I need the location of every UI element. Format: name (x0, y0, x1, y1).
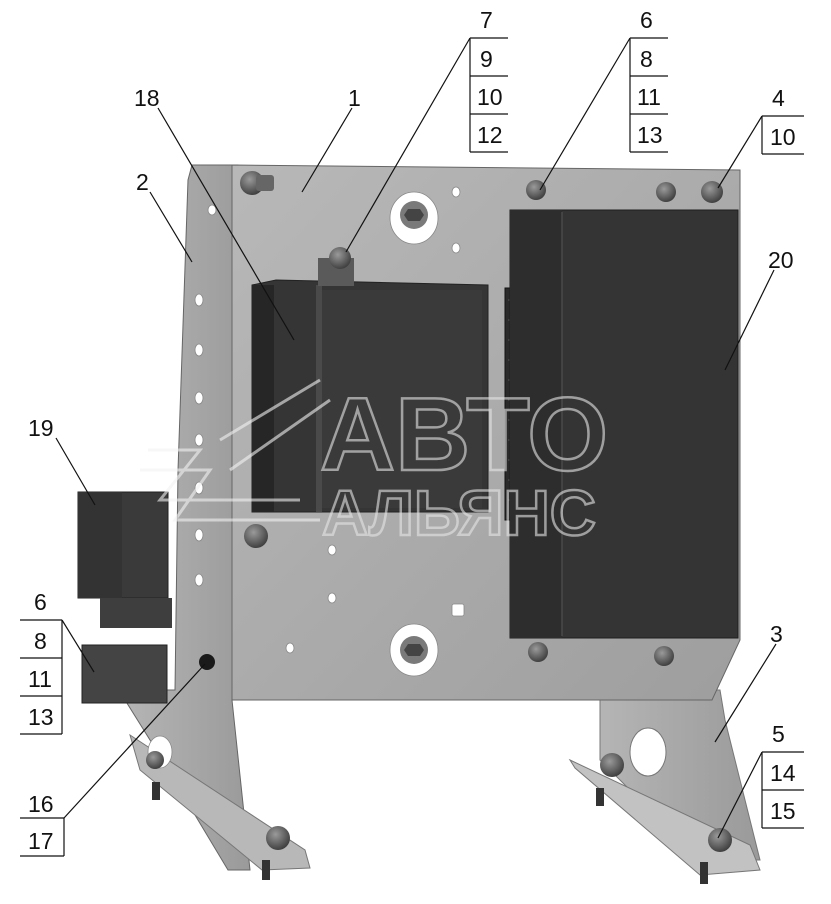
callout-4: 4 (772, 85, 785, 111)
callout-13-top: 13 (637, 122, 663, 148)
watermark: АВТО АЛЬЯНС (140, 376, 609, 550)
callout-stack-6-top: 6 8 11 13 (539, 7, 668, 191)
leader-2 (149, 191, 193, 263)
watermark-line2: АЛЬЯНС (322, 477, 596, 549)
callout-18: 18 (134, 85, 160, 111)
callout-10: 10 (477, 84, 503, 110)
callout-11-left: 11 (28, 666, 52, 692)
callout-6-left: 6 (34, 589, 47, 615)
callout-15: 15 (770, 798, 796, 824)
callout-stack-7: 7 9 10 12 (345, 7, 508, 253)
callout-12: 12 (477, 122, 503, 148)
callout-13-left: 13 (28, 704, 54, 730)
leader-1 (301, 107, 353, 193)
callout-5: 5 (772, 721, 785, 747)
callout-6-top: 6 (640, 7, 653, 33)
callout-16: 16 (28, 791, 54, 817)
callout-7: 7 (480, 7, 493, 33)
callout-9: 9 (480, 46, 493, 72)
module-18 (251, 258, 489, 513)
callout-2: 2 (136, 169, 149, 195)
callout-8-left: 8 (34, 628, 47, 654)
callout-10-right: 10 (770, 124, 796, 150)
right-bracket-hole (629, 727, 667, 777)
callout-stack-16: 16 17 (20, 663, 206, 857)
watermark-line1: АВТО (320, 377, 608, 493)
callout-14: 14 (770, 760, 796, 786)
leader-20 (724, 269, 775, 371)
callout-1: 1 (348, 85, 361, 111)
module-20 (509, 209, 739, 639)
bolts (146, 171, 732, 884)
callout-stack-5: 5 14 15 (717, 721, 804, 839)
leader-18 (157, 107, 295, 341)
socket-bolts (400, 201, 428, 664)
callout-11-top: 11 (637, 84, 661, 110)
callout-stack-4: 4 10 (717, 85, 804, 189)
callout-17: 17 (28, 828, 54, 854)
callout-20: 20 (768, 247, 794, 273)
callout-19: 19 (28, 415, 54, 441)
module-19 (77, 491, 172, 704)
callout-8-top: 8 (640, 46, 653, 72)
plate-holes (147, 186, 465, 769)
leader-19 (55, 437, 96, 506)
callout-stack-6-left: 6 8 11 13 (20, 589, 95, 735)
callout-3: 3 (770, 621, 783, 647)
leader-3 (714, 643, 777, 743)
